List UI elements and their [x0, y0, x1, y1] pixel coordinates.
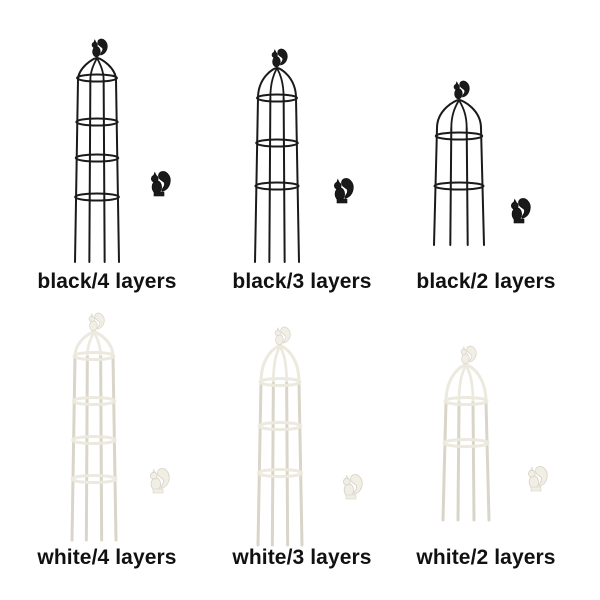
obelisk-ring — [256, 93, 298, 103]
obelisk-dome-arc — [458, 99, 468, 129]
obelisk-dome-arc — [278, 345, 288, 383]
squirrel-ornament-figure — [527, 466, 548, 489]
obelisk-dome-arc — [89, 57, 98, 81]
obelisk-ring — [256, 468, 304, 478]
obelisk-ring — [434, 131, 484, 141]
obelisk-frame — [70, 312, 118, 542]
obelisk-pole — [456, 400, 461, 522]
obelisk-dome-arc — [257, 67, 278, 99]
obelisk-ring — [433, 181, 485, 191]
obelisk-frame — [74, 38, 120, 263]
ornament-base — [336, 198, 348, 204]
obelisk-ring — [71, 396, 117, 406]
variant-label: white/4 layers — [37, 546, 177, 569]
obelisk-dome-arc — [458, 99, 482, 129]
squirrel-ornament-icon — [333, 178, 354, 204]
squirrel-finial-icon — [274, 326, 291, 346]
obelisk-pole — [102, 79, 106, 263]
obelisk-pole — [449, 127, 453, 246]
obelisk-pole — [297, 380, 304, 547]
obelisk-ring — [254, 181, 300, 191]
obelisk-pole — [295, 97, 300, 263]
obelisk-pole — [285, 380, 290, 547]
obelisk-pole — [74, 79, 79, 263]
squirrel-finial-icon — [91, 38, 108, 58]
obelisk-pole — [99, 354, 104, 542]
obelisk-frame — [254, 48, 300, 263]
obelisk-frame — [256, 326, 304, 547]
obelisk-ring — [70, 474, 118, 484]
obelisk-ring — [442, 438, 490, 448]
obelisk-dome-arc — [96, 57, 105, 81]
ornament-base — [513, 218, 525, 224]
obelisk-pole — [84, 354, 89, 542]
variant-label: black/3 layers — [232, 270, 372, 293]
squirrel-ornament-icon — [510, 198, 531, 224]
obelisk-ring — [75, 117, 119, 127]
squirrel-ornament-figure — [510, 198, 531, 221]
variant-label: black/2 layers — [416, 270, 556, 293]
ornament-base — [152, 488, 164, 494]
obelisk-dome-arc — [276, 67, 297, 99]
obelisk-ring — [71, 435, 117, 445]
squirrel-ornament-icon — [150, 171, 171, 197]
obelisk-pole — [465, 127, 469, 246]
obelisk-pole — [471, 400, 476, 522]
obelisk-pole — [111, 354, 118, 542]
squirrel-ornament-icon — [342, 474, 363, 500]
squirrel-finial-icon — [88, 312, 105, 332]
ornament-base — [530, 486, 542, 492]
obelisk-pole — [115, 79, 120, 263]
obelisk-ring — [443, 396, 489, 406]
obelisk-ring — [76, 73, 118, 83]
obelisk-ring — [257, 421, 303, 431]
squirrel-finial-icon — [271, 48, 288, 68]
ornament-base — [345, 494, 357, 500]
obelisk-pole — [270, 380, 275, 547]
obelisk-pole — [254, 97, 259, 263]
obelisk-ring — [74, 192, 120, 202]
obelisk-pole — [484, 400, 491, 522]
squirrel-ornament-figure — [342, 474, 363, 497]
obelisk-pole — [88, 79, 92, 263]
obelisk-pole — [441, 400, 448, 522]
obelisk-ring — [74, 153, 120, 163]
obelisk-pole — [268, 97, 272, 263]
obelisk-pole — [256, 380, 263, 547]
obelisk-dome-arc — [450, 99, 460, 129]
obelisk-ring — [255, 138, 299, 148]
variant-label: white/3 layers — [232, 546, 372, 569]
obelisk-ring — [258, 377, 302, 387]
variant-label: white/2 layers — [416, 546, 556, 569]
squirrel-ornament-icon — [527, 466, 548, 492]
squirrel-finial-icon — [453, 80, 470, 100]
obelisk-pole — [70, 354, 77, 542]
obelisk-frame — [441, 345, 491, 522]
obelisk-dome-arc — [436, 99, 460, 129]
variant-label: black/4 layers — [37, 270, 177, 293]
squirrel-ornament-figure — [149, 468, 170, 491]
squirrel-finial-icon — [460, 345, 477, 365]
ornament-base — [153, 191, 165, 197]
obelisk-ring — [72, 351, 116, 361]
squirrel-ornament-icon — [149, 468, 170, 494]
obelisk-frame — [433, 80, 485, 246]
obelisk-pole — [282, 97, 286, 263]
